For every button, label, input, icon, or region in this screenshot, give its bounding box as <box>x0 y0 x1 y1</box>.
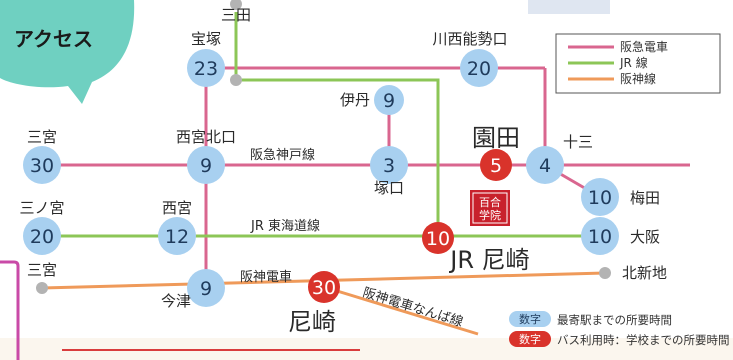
legend-label-hanshin: 阪神線 <box>620 71 656 86</box>
label-hanshin-namba-line: 阪神電車なんば線 <box>361 285 465 331</box>
station-marker <box>526 146 564 184</box>
bottom-band <box>0 338 733 360</box>
station-name: 園田 <box>472 124 520 152</box>
station-sannomiya-hankyu: 30 三宮 <box>23 128 61 184</box>
station-marker <box>187 269 225 307</box>
legend-label-jr: JR 線 <box>619 55 648 70</box>
station-jr-amagasaki: 10 JR 尼崎 <box>422 222 530 274</box>
station-marker <box>422 222 454 254</box>
station-minutes: 10 <box>588 187 612 209</box>
photo-strip <box>528 0 610 14</box>
station-itami: 9 伊丹 <box>340 85 404 115</box>
station-marker <box>460 49 498 87</box>
station-marker <box>158 217 196 255</box>
station-name: 大阪 <box>630 228 660 246</box>
station-marker <box>23 146 61 184</box>
junction-dots <box>36 0 611 294</box>
station-minutes: 30 <box>30 155 54 177</box>
station-name-sanda: 三田 <box>221 6 251 24</box>
station-name: 伊丹 <box>340 91 370 109</box>
station-juso: 4 十三 <box>526 133 593 184</box>
line-legend: 阪急電車 JR 線 阪神線 <box>555 33 721 94</box>
station-name: 三宮 <box>27 128 57 146</box>
station-nishinomiya: 12 西宮 <box>158 199 196 255</box>
station-sannomiya-jr: 20 三ノ宮 <box>19 199 65 255</box>
station-name-kitashinchi: 北新地 <box>622 264 667 282</box>
station-minutes: 23 <box>194 58 218 80</box>
label-jr-tokaido-line: JR 東海道線 <box>250 218 320 234</box>
station-name: 梅田 <box>630 189 660 207</box>
station-name: 尼崎 <box>288 308 336 336</box>
station-kawanishi: 20 川西能勢口 <box>432 30 508 87</box>
station-marker <box>581 178 619 216</box>
school-badge-inner-border <box>472 192 508 224</box>
key-badge-red-text: 数字 <box>519 332 541 346</box>
station-amagasaki: 30 尼崎 <box>288 271 340 336</box>
station-name: 西宮 <box>162 199 192 217</box>
station-imazu: 9 今津 <box>161 269 225 310</box>
station-minutes: 10 <box>426 228 450 250</box>
station-minutes: 10 <box>588 226 612 248</box>
station-marker <box>581 217 619 255</box>
station-minutes: 30 <box>312 277 336 299</box>
school-mark: 百合 学院 <box>470 190 510 226</box>
header-title: アクセス <box>14 27 93 51</box>
station-marker <box>23 217 61 255</box>
key-badge-red <box>509 331 551 347</box>
station-sonoda: 5 園田 <box>472 124 520 181</box>
station-name: 宝塚 <box>191 30 221 48</box>
station-minutes: 9 <box>200 278 212 300</box>
station-minutes: 3 <box>383 155 395 177</box>
station-takarazuka: 23 宝塚 <box>187 30 225 87</box>
station-marker <box>187 146 225 184</box>
station-name: 三ノ宮 <box>19 199 64 217</box>
left-magenta-border <box>0 260 20 360</box>
station-marker <box>187 49 225 87</box>
station-minutes: 9 <box>383 90 395 112</box>
station-minutes: 9 <box>200 155 212 177</box>
key-badge-blue <box>509 311 551 327</box>
school-name-line2: 学院 <box>479 208 501 222</box>
jr-lines <box>42 12 600 238</box>
station-name: 塚口 <box>374 179 404 197</box>
station-name: JR 尼崎 <box>448 246 529 274</box>
station-name: 十三 <box>563 133 593 151</box>
station-nishinomiya-kitaguchi: 9 西宮北口 <box>176 128 236 184</box>
time-key: 数字 最寄駅までの所要時間 数字 バス利用時：学校までの所要時間 <box>509 311 730 347</box>
header-blob <box>0 0 135 104</box>
station-name-sannomiya-hanshin: 三宮 <box>27 261 57 279</box>
legend-label-hankyu: 阪急電車 <box>620 39 668 54</box>
station-minutes: 20 <box>30 226 54 248</box>
station-minutes: 20 <box>467 58 491 80</box>
station-name: 川西能勢口 <box>432 30 507 48</box>
access-header: アクセス <box>0 0 135 104</box>
key-badge-blue-text: 数字 <box>519 312 541 326</box>
station-marker <box>370 146 408 184</box>
station-marker <box>480 149 512 181</box>
station-marker <box>308 271 340 303</box>
station-umeda: 10 梅田 <box>581 178 660 216</box>
station-name: 今津 <box>161 292 191 310</box>
station-tsukaguchi: 3 塚口 <box>370 146 408 197</box>
label-hankyu-kobe-line: 阪急神戸線 <box>250 147 315 163</box>
school-badge <box>470 190 510 226</box>
school-name-line1: 百合 <box>479 195 501 209</box>
station-name: 西宮北口 <box>176 128 236 146</box>
key-blue-description: 最寄駅までの所要時間 <box>557 313 672 327</box>
station-minutes: 5 <box>490 155 502 177</box>
label-hanshin-line: 阪神電車 <box>240 270 292 285</box>
station-osaka: 10 大阪 <box>581 217 660 255</box>
station-marker <box>374 85 404 115</box>
station-minutes: 12 <box>165 226 189 248</box>
key-red-description: バス利用時：学校までの所要時間 <box>557 333 730 347</box>
station-minutes: 4 <box>539 155 551 177</box>
